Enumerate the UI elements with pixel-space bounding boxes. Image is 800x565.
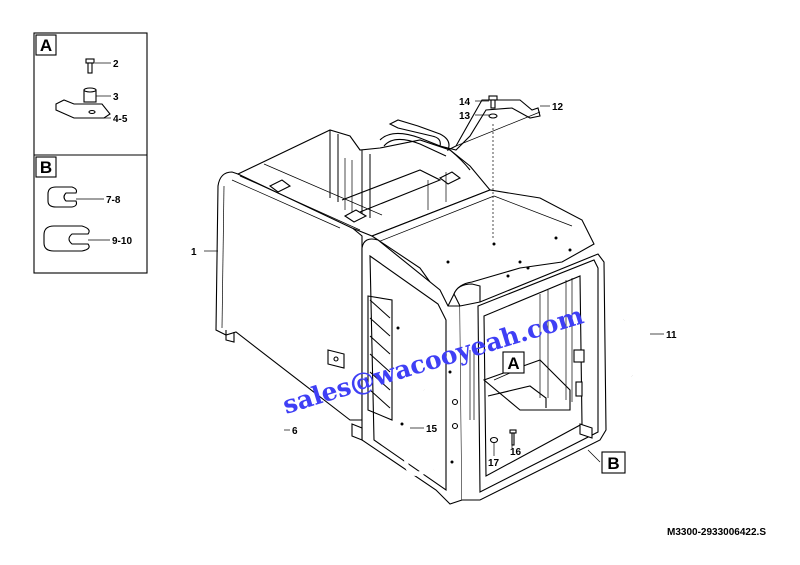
inset-b-label-9-10: 9-10 xyxy=(112,236,132,247)
callout-15: 15 xyxy=(426,424,438,435)
louvre-vent xyxy=(367,295,393,421)
handrail-6 xyxy=(274,388,290,468)
inset-a-label-3: 3 xyxy=(113,92,119,103)
inset-b-letter-box xyxy=(35,156,57,178)
inset-a-label-4-5: 4-5 xyxy=(113,114,128,125)
drawing-code: M3300-2933006422.S xyxy=(667,527,766,538)
callout-13: 13 xyxy=(459,111,471,122)
detail-marker-a-box xyxy=(502,351,525,374)
inset-a-letter: A xyxy=(40,36,52,55)
handrail-15 xyxy=(403,386,435,477)
large-shim-icon xyxy=(43,225,90,252)
handrail-11 xyxy=(622,314,653,383)
detail-marker-b: B xyxy=(607,454,619,473)
callout-11: 11 xyxy=(666,330,677,341)
detail-marker-a: A xyxy=(507,354,519,373)
callout-17: 17 xyxy=(488,458,500,469)
detail-marker-b-box xyxy=(601,451,626,474)
roof-fastener-bolt xyxy=(488,95,498,119)
inset-b-letter: B xyxy=(40,158,52,177)
fastener-17 xyxy=(489,436,499,444)
inset-a-label-2: 2 xyxy=(113,59,119,70)
bolt-icon xyxy=(85,58,95,74)
fastener-16 xyxy=(509,429,517,446)
callout-1: 1 xyxy=(191,247,197,258)
spacer-icon xyxy=(83,87,97,103)
callout-12: 12 xyxy=(552,102,564,113)
inset-panel: A B 2 3 4-5 7-8 9-10 xyxy=(33,32,148,274)
callout-14: 14 xyxy=(459,97,471,108)
inset-b-label-7-8: 7-8 xyxy=(106,195,121,206)
small-shim-icon xyxy=(47,186,78,208)
inset-a-letter-box xyxy=(35,34,57,56)
callout-16: 16 xyxy=(510,447,522,458)
bracket-plate-icon xyxy=(55,99,111,119)
roof-bracket xyxy=(388,99,541,152)
leader-lines xyxy=(204,100,664,463)
cab-frame xyxy=(215,129,607,505)
callout-6: 6 xyxy=(292,426,298,437)
